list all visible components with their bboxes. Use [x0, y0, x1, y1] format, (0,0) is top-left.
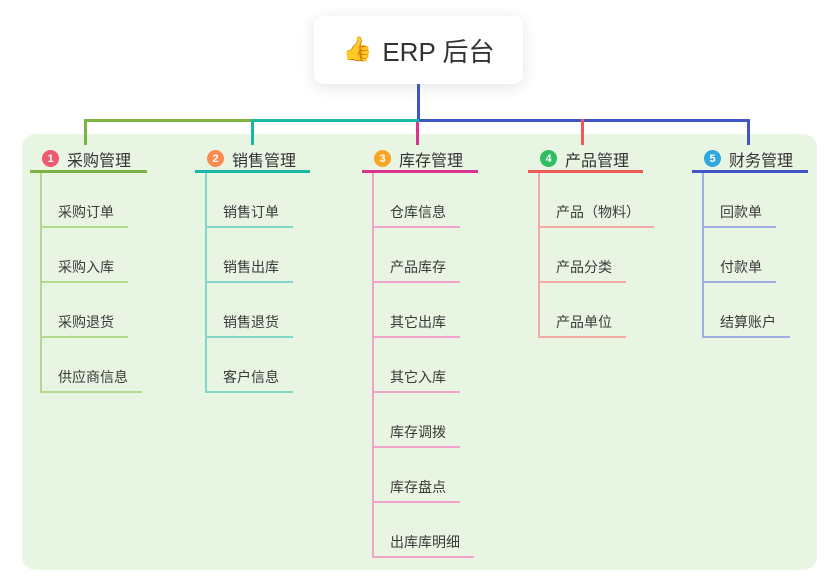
connector-bus-blue [419, 119, 750, 122]
node-sales-outbound[interactable]: 销售出库 [207, 228, 293, 283]
branch-sales-children: 销售订单 销售出库 销售退货 客户信息 [205, 173, 310, 393]
node-other-outbound[interactable]: 其它出库 [374, 283, 460, 338]
node-settlement-account[interactable]: 结算账户 [704, 283, 790, 338]
node-sales-return[interactable]: 销售退货 [207, 283, 293, 338]
node-receipt-order[interactable]: 回款单 [704, 173, 776, 228]
node-product-category[interactable]: 产品分类 [540, 228, 626, 283]
branch-sales-header[interactable]: 2 销售管理 [195, 147, 310, 173]
branch-product-title: 产品管理 [565, 152, 630, 170]
branch-finance-header[interactable]: 5 财务管理 [692, 147, 808, 173]
branch-purchase-header[interactable]: 1 采购管理 [30, 147, 147, 173]
root-node-erp[interactable]: 👍 ERP 后台 [314, 16, 523, 84]
connector-drop-purchase [84, 119, 87, 145]
branch-product: 4 产品管理 产品（物料） 产品分类 产品单位 [528, 147, 654, 338]
node-stock-take[interactable]: 库存盘点 [374, 448, 460, 503]
badge-5: 5 [704, 150, 721, 167]
branch-finance-children: 回款单 付款单 结算账户 [702, 173, 808, 338]
node-purchase-return[interactable]: 采购退货 [42, 283, 128, 338]
node-sales-order[interactable]: 销售订单 [207, 173, 293, 228]
branch-inventory-header[interactable]: 3 库存管理 [362, 147, 478, 173]
badge-4: 4 [540, 150, 557, 167]
node-customer-info[interactable]: 客户信息 [207, 338, 293, 393]
node-product-material[interactable]: 产品（物料） [540, 173, 654, 228]
branch-inventory-title: 库存管理 [399, 152, 464, 170]
node-purchase-inbound[interactable]: 采购入库 [42, 228, 128, 283]
branch-sales: 2 销售管理 销售订单 销售出库 销售退货 客户信息 [195, 147, 310, 393]
node-stock-transfer[interactable]: 库存调拨 [374, 393, 460, 448]
connector-bus-green [84, 119, 253, 122]
branch-purchase-children: 采购订单 采购入库 采购退货 供应商信息 [40, 173, 147, 393]
connector-drop-product [581, 119, 584, 145]
connector-drop-inventory [416, 122, 419, 145]
branch-inventory-children: 仓库信息 产品库存 其它出库 其它入库 库存调拨 库存盘点 出库库明细 [372, 173, 478, 558]
connector-drop-sales [251, 119, 254, 145]
branch-purchase: 1 采购管理 采购订单 采购入库 采购退货 供应商信息 [30, 147, 147, 393]
node-outbound-detail[interactable]: 出库库明细 [374, 503, 474, 558]
branch-finance: 5 财务管理 回款单 付款单 结算账户 [692, 147, 808, 338]
badge-2: 2 [207, 150, 224, 167]
badge-3: 3 [374, 150, 391, 167]
branch-purchase-title: 采购管理 [67, 152, 132, 170]
connector-root-vertical [417, 84, 420, 121]
node-supplier-info[interactable]: 供应商信息 [42, 338, 142, 393]
connector-bus-teal [253, 119, 419, 122]
badge-1: 1 [42, 150, 59, 167]
branch-product-header[interactable]: 4 产品管理 [528, 147, 643, 173]
branch-sales-title: 销售管理 [232, 152, 297, 170]
node-warehouse-info[interactable]: 仓库信息 [374, 173, 460, 228]
node-product-stock[interactable]: 产品库存 [374, 228, 460, 283]
branches-panel [22, 134, 817, 570]
branch-inventory: 3 库存管理 仓库信息 产品库存 其它出库 其它入库 库存调拨 库存盘点 出库库… [362, 147, 478, 558]
node-other-inbound[interactable]: 其它入库 [374, 338, 460, 393]
node-payment-order[interactable]: 付款单 [704, 228, 776, 283]
root-node-label: ERP 后台 [382, 36, 495, 67]
branch-finance-title: 财务管理 [729, 152, 794, 170]
branch-product-children: 产品（物料） 产品分类 产品单位 [538, 173, 654, 338]
connector-drop-finance [747, 119, 750, 145]
node-product-unit[interactable]: 产品单位 [540, 283, 626, 338]
node-purchase-order[interactable]: 采购订单 [42, 173, 128, 228]
thumbs-up-icon: 👍 [342, 36, 373, 63]
